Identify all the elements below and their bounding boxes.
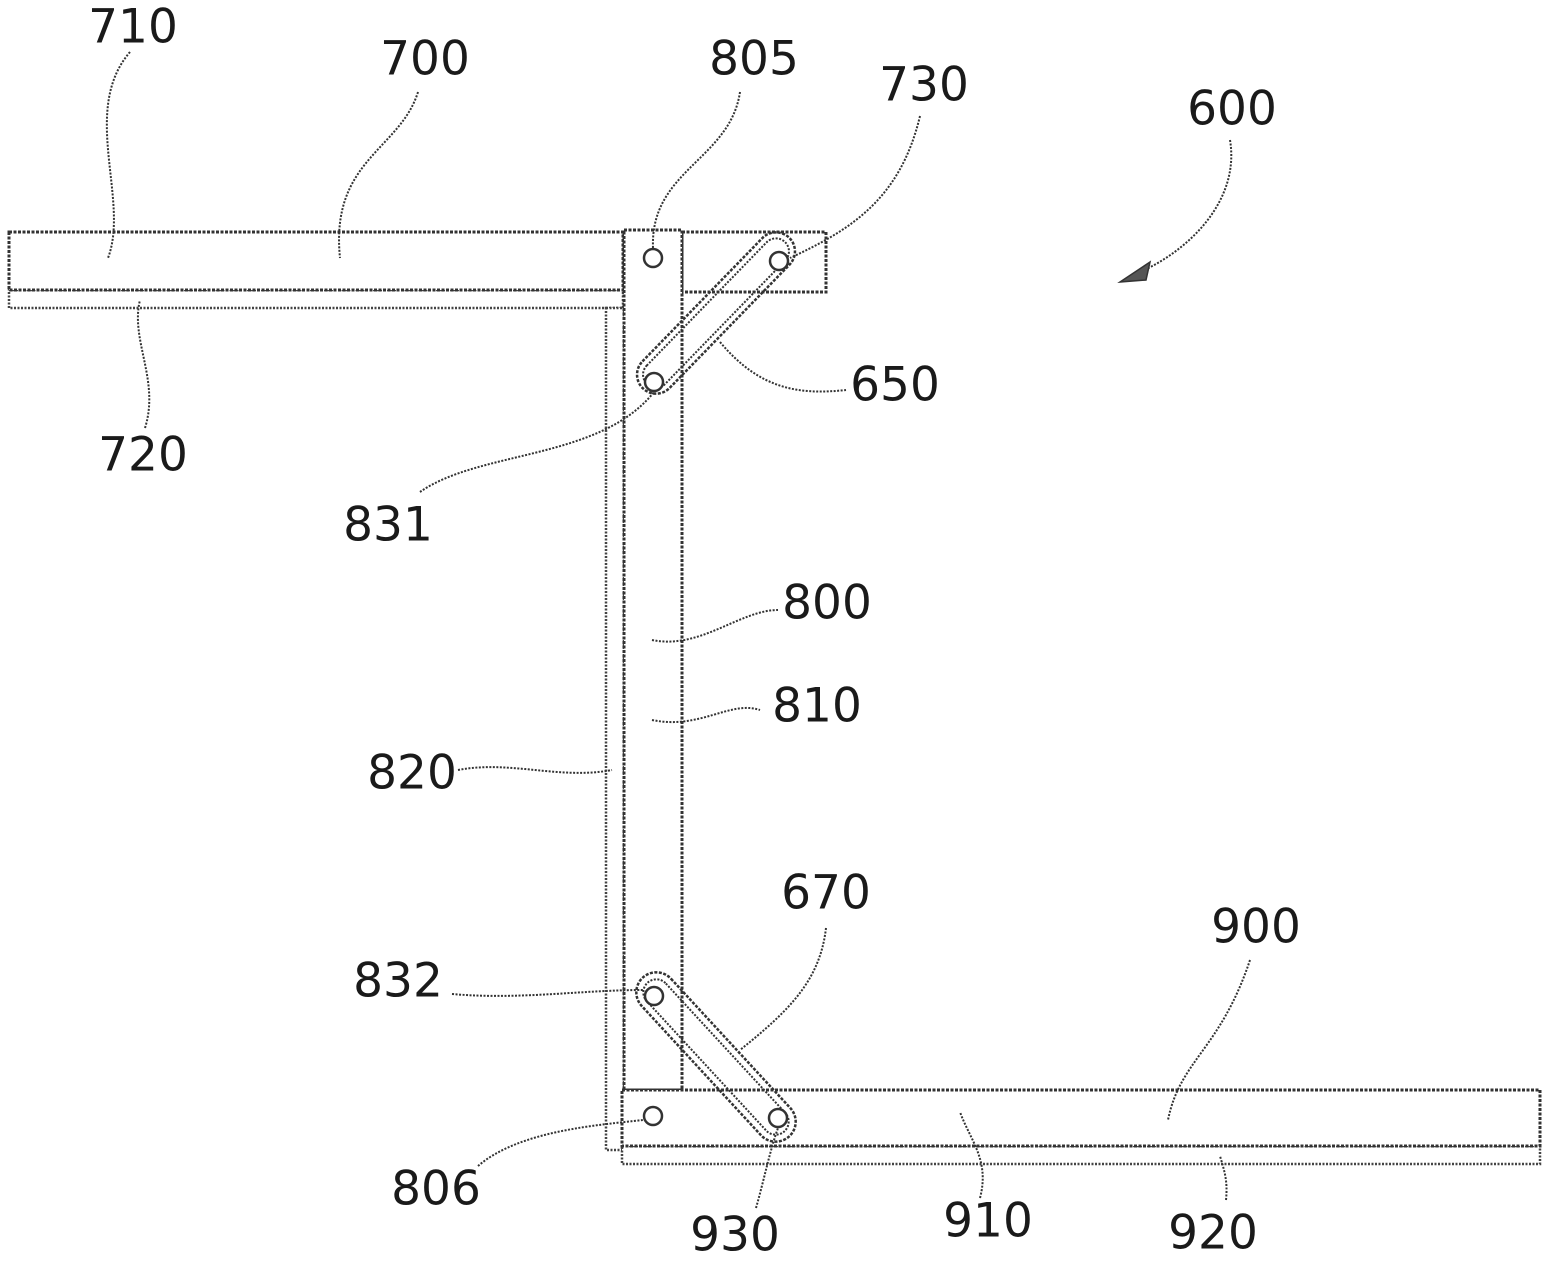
vertical-strip-820 bbox=[606, 308, 624, 1150]
ref-label-910: 910 bbox=[943, 1194, 1033, 1249]
leader-650 bbox=[720, 342, 846, 392]
ref-label-670: 670 bbox=[781, 866, 871, 921]
bottom-shelf-900 bbox=[622, 1090, 1540, 1146]
leader-710 bbox=[107, 52, 130, 258]
leader-805 bbox=[653, 92, 740, 248]
ref-label-806: 806 bbox=[391, 1162, 481, 1217]
ref-label-900: 900 bbox=[1211, 900, 1301, 955]
ref-label-920: 920 bbox=[1168, 1206, 1258, 1261]
pivot-832 bbox=[645, 987, 663, 1005]
leader-670 bbox=[740, 928, 826, 1050]
pin-805 bbox=[644, 249, 662, 267]
ref-label-930: 930 bbox=[690, 1208, 780, 1263]
ref-label-710: 710 bbox=[88, 0, 178, 55]
arrowhead-600-icon bbox=[1120, 262, 1150, 282]
ref-label-820: 820 bbox=[367, 746, 457, 801]
top-shelf-end-730-block bbox=[682, 232, 826, 292]
pivot-930 bbox=[769, 1109, 787, 1127]
pivot-831 bbox=[645, 373, 663, 391]
leader-820 bbox=[458, 767, 612, 773]
ref-label-600: 600 bbox=[1187, 82, 1277, 137]
ref-label-832: 832 bbox=[353, 954, 443, 1009]
top-shelf-strip-720 bbox=[9, 290, 623, 308]
bottom-shelf-strip-920 bbox=[622, 1146, 1540, 1164]
leader-720 bbox=[138, 300, 149, 428]
top-shelf-700 bbox=[9, 232, 623, 290]
pin-806 bbox=[644, 1107, 662, 1125]
ref-label-650: 650 bbox=[850, 358, 940, 413]
ref-label-831: 831 bbox=[343, 498, 433, 553]
ref-label-810: 810 bbox=[772, 679, 862, 734]
ref-label-805: 805 bbox=[709, 32, 799, 87]
leader-600 bbox=[1140, 140, 1231, 272]
ref-label-700: 700 bbox=[380, 32, 470, 87]
ref-label-720: 720 bbox=[98, 428, 188, 483]
vertical-member-800 bbox=[624, 230, 682, 1090]
ref-label-730: 730 bbox=[879, 58, 969, 113]
ref-label-800: 800 bbox=[782, 576, 872, 631]
pivot-730 bbox=[770, 252, 788, 270]
